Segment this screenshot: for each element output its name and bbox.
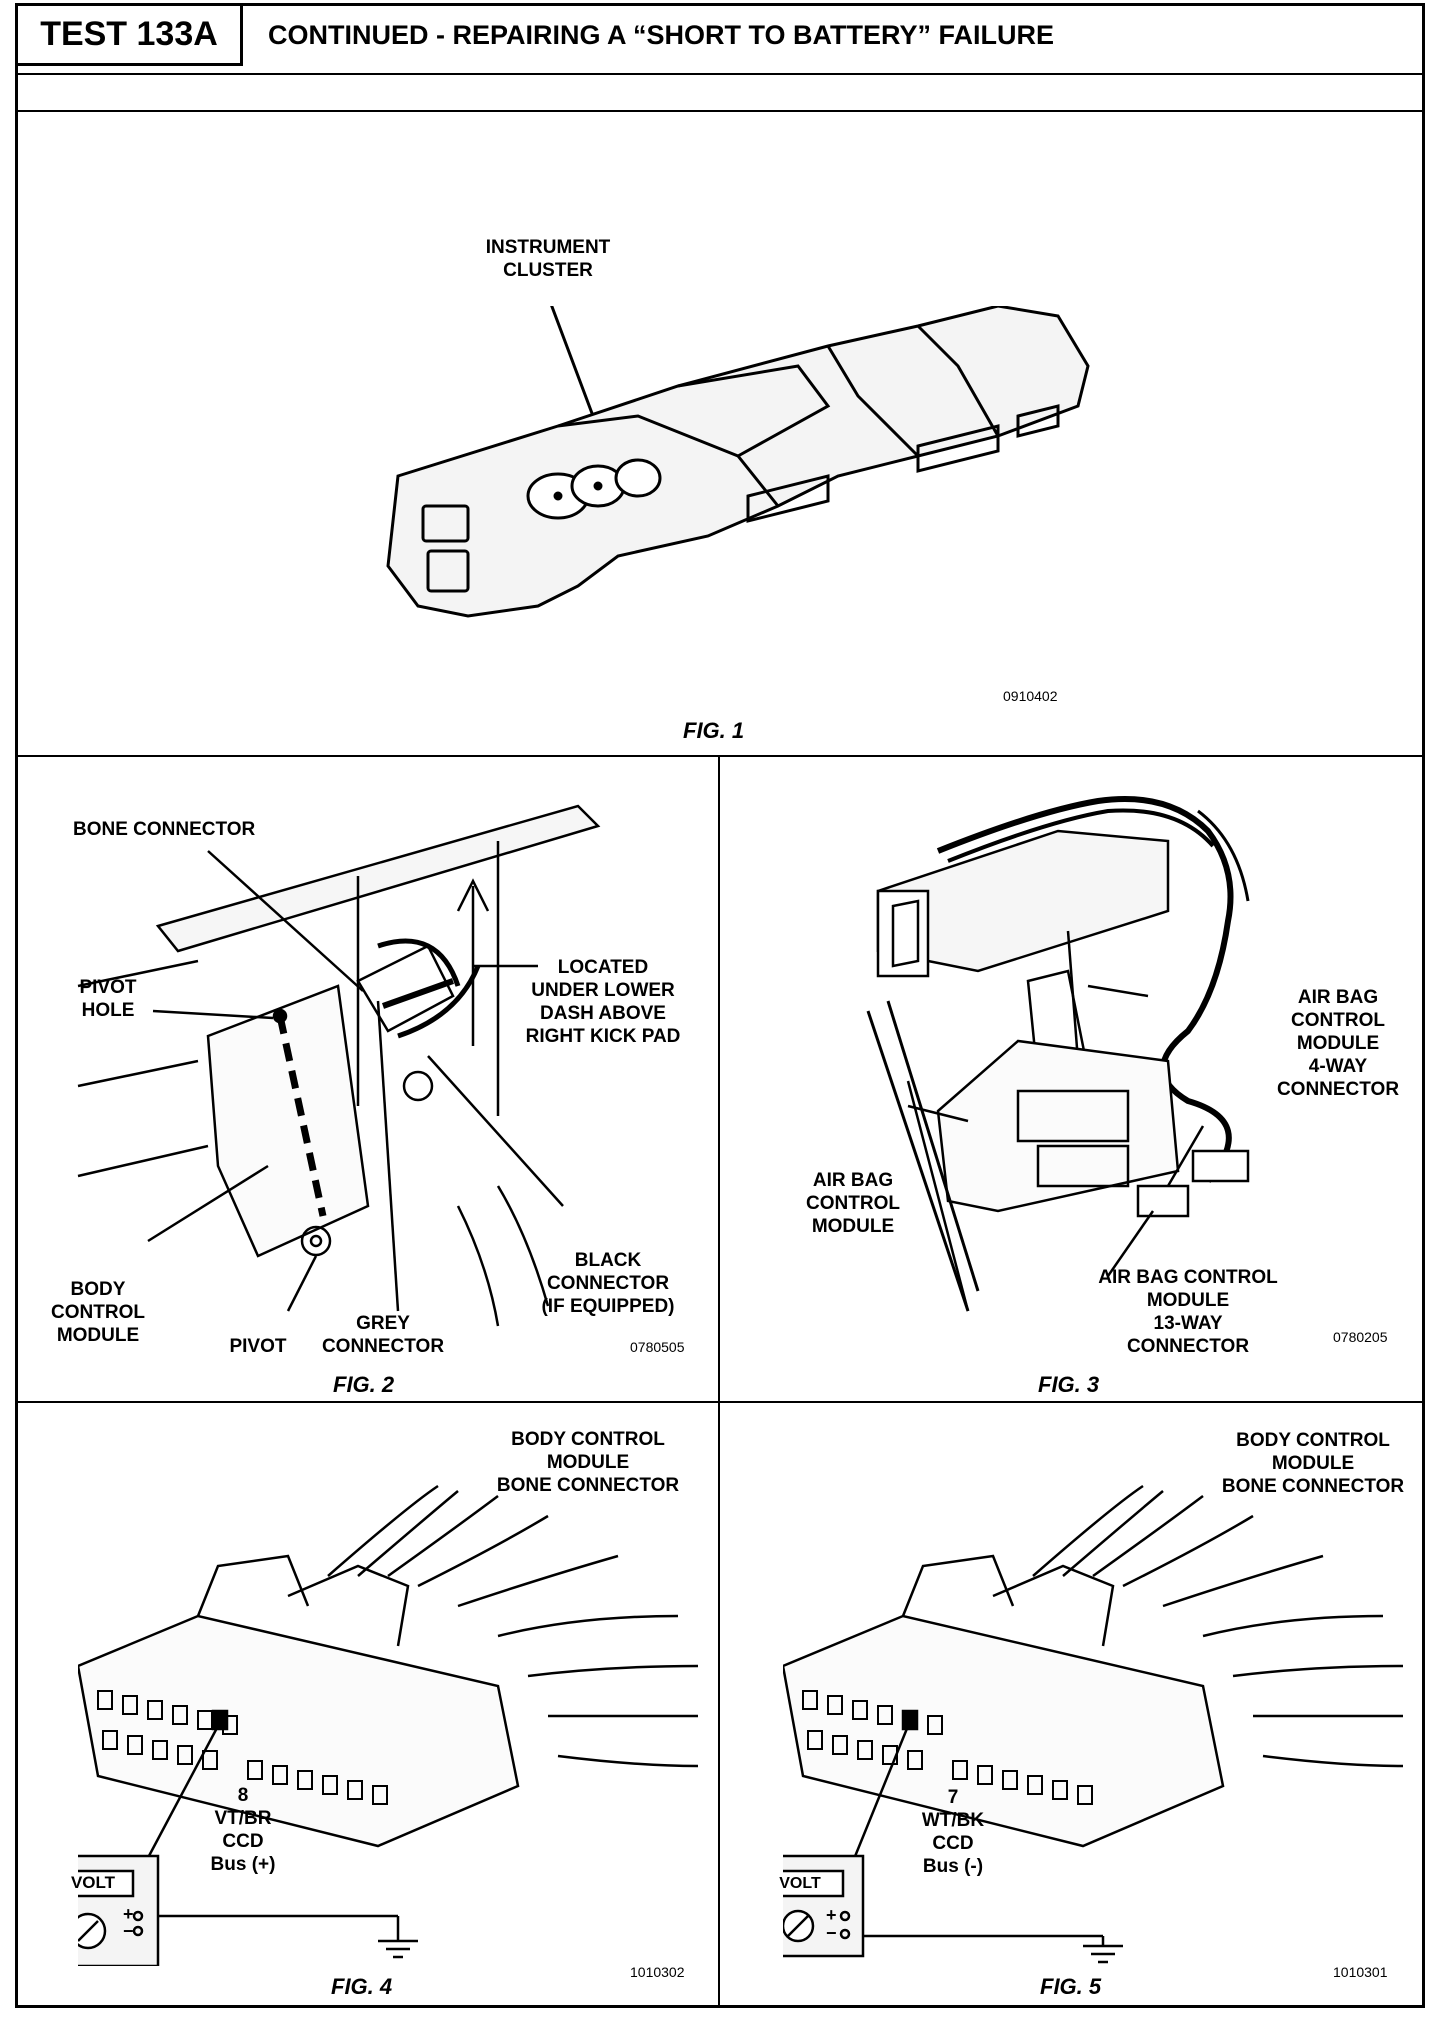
figure-code: 1010302 [630,1964,685,1980]
bcm-bone-connector-label: BODY CONTROL MODULE BONE CONNECTOR [1221,1430,1405,1497]
pin-8-label: 8 VT/BR CCD Bus (+) [210,1785,276,1875]
figure-code: 0780505 [630,1339,685,1355]
pivot-label: PIVOT [229,1336,287,1357]
bcm-bone-connector-label: BODY CONTROL MODULE BONE CONNECTOR [496,1429,680,1496]
meter-plus: + [826,1905,837,1925]
meter-minus: − [123,1921,134,1941]
grey-connector-label: GREY CONNECTOR [321,1313,445,1357]
service-manual-page: TEST 133A CONTINUED - REPAIRING A “SHORT… [15,3,1425,2008]
air-bag-module-illustration [866,796,1250,1312]
black-connector-label: BLACK CONNECTOR (IF EQUIPPED) [541,1250,675,1317]
figure-caption: FIG. 5 [1040,1974,1102,1999]
volt-meter-label: VOLT [779,1875,821,1892]
divider [18,110,1422,112]
test-number: TEST 133A [40,15,218,53]
air-bag-control-module-label: AIR BAG CONTROL MODULE [806,1170,900,1237]
air-bag-4way-connector-label: AIR BAG CONTROL MODULE 4-WAY CONNECTOR [1276,987,1400,1100]
bone-connector-pin-8-illustration [78,1484,699,1966]
location-note-label: LOCATED UNDER LOWER DASH ABOVE RIGHT KIC… [525,957,681,1047]
body-control-module-illustration [77,804,601,1327]
page-title: CONTINUED - REPAIRING A “SHORT TO BATTER… [268,20,1055,50]
divider [718,755,720,2008]
page-header: TEST 133A CONTINUED - REPAIRING A “SHORT… [18,6,1422,75]
air-bag-13way-connector-label: AIR BAG CONTROL MODULE 13-WAY CONNECTOR [1098,1267,1278,1357]
figure-caption: FIG. 2 [333,1372,395,1397]
instrument-cluster-label: INSTRUMENT CLUSTER [485,237,611,281]
bone-connector-pin-7-illustration [783,1484,1404,1964]
volt-meter-label: VOLT [70,1873,116,1892]
figure-caption: FIG. 1 [683,718,745,743]
pin-7-label: 7 WT/BK CCD Bus (-) [921,1787,985,1877]
figure-code: 1010301 [1333,1964,1388,1980]
bone-connector-label: BONE CONNECTOR [73,819,256,840]
figure-caption: FIG. 3 [1038,1372,1100,1397]
divider [18,1401,1422,1403]
meter-minus: − [826,1923,837,1943]
test-number-box: TEST 133A [18,6,243,66]
divider [18,755,1422,757]
figure-code: 0780205 [1333,1329,1388,1345]
figure-code: 0910402 [1003,688,1058,704]
meter-plus: + [123,1904,134,1924]
instrument-panel-illustration [386,306,1090,618]
figure-caption: FIG. 4 [331,1974,393,1999]
body-control-module-label: BODY CONTROL MODULE [51,1279,145,1346]
pivot-hole-label: PIVOT HOLE [79,977,137,1021]
